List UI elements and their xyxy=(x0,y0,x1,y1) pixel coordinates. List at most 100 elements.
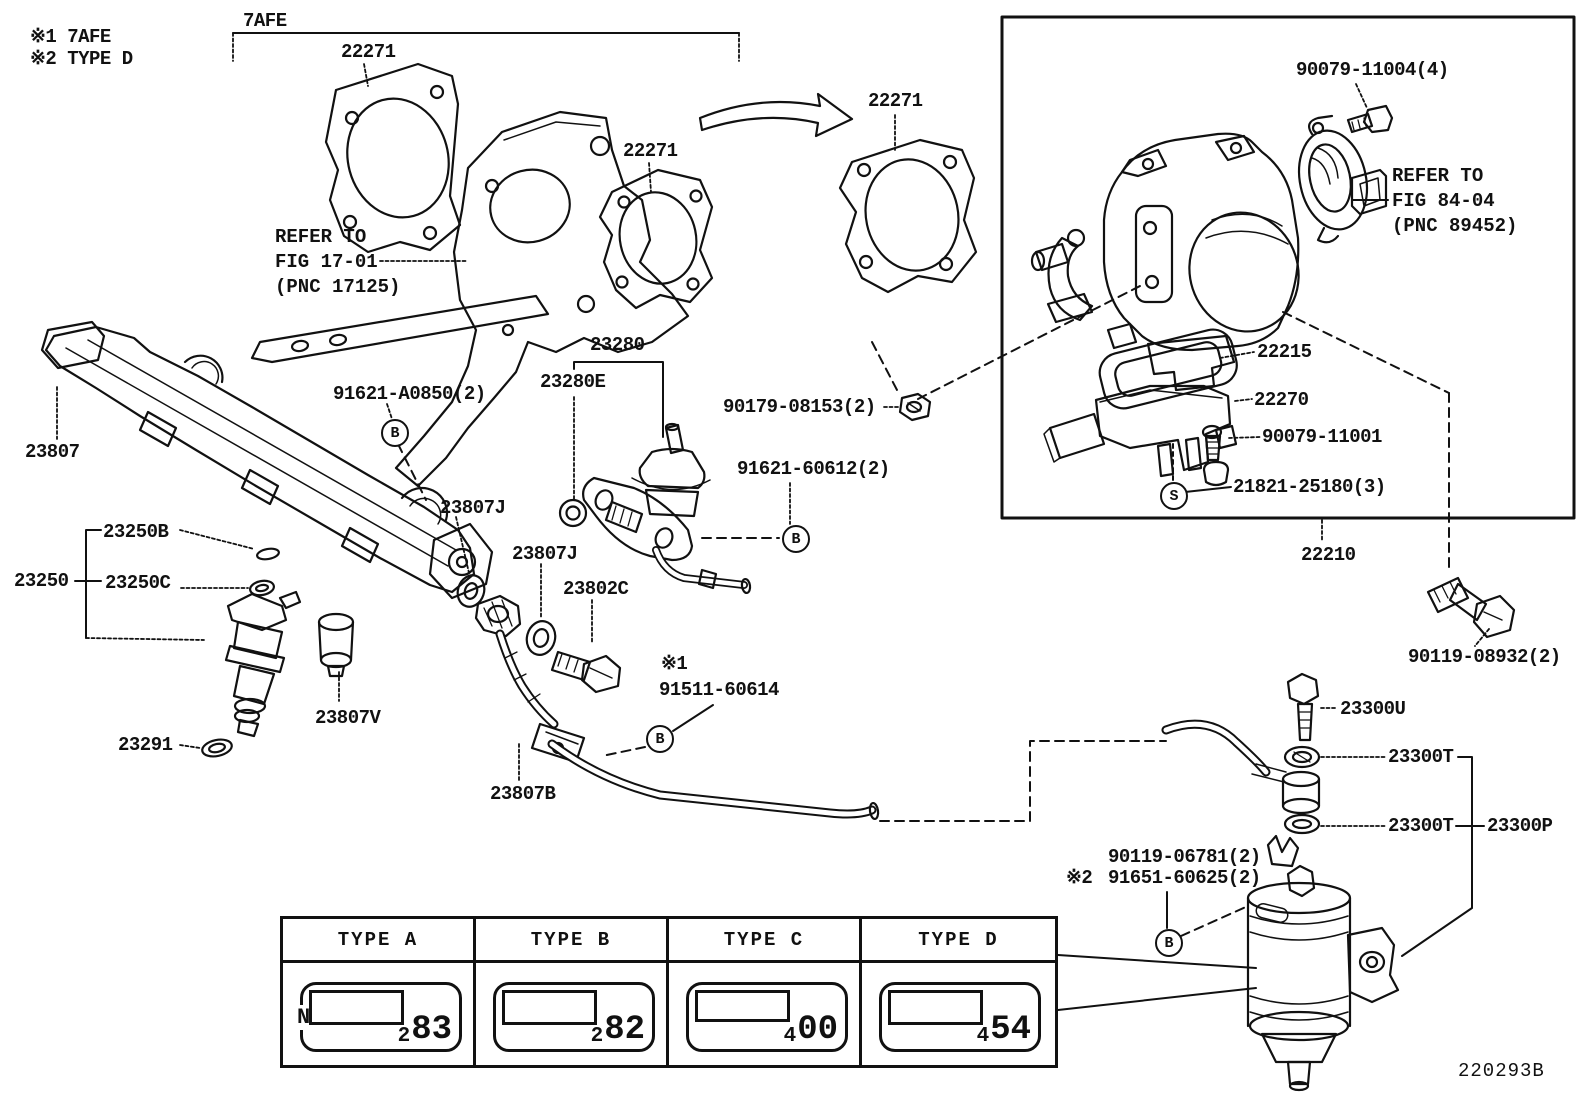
type-a-number-prefix: 2 xyxy=(397,1025,411,1048)
tps-sensor-89452 xyxy=(1297,114,1388,244)
solid-connectors xyxy=(74,32,1485,1011)
type-c-number-prefix: 4 xyxy=(783,1025,797,1048)
vibration-damper-23807v xyxy=(317,612,355,678)
type-d-inner-rect xyxy=(888,990,983,1026)
label-gasket-a: 22271 xyxy=(341,41,396,63)
nut-90179-08153 xyxy=(898,392,932,422)
label-gasket-b: 22271 xyxy=(623,140,678,162)
union-fitting-23300 xyxy=(1281,770,1321,815)
type-b-cell: 282 xyxy=(476,963,666,1065)
refer-fig17-line3: (PNC 17125) xyxy=(275,276,401,299)
type-d-number-prefix: 4 xyxy=(976,1025,990,1048)
type-a-number-value: 83 xyxy=(411,1011,452,1049)
type-d-cell: 454 xyxy=(862,963,1055,1065)
label-bolt-91511: 91511-60614 xyxy=(659,679,779,701)
label-throttle-body: 22210 xyxy=(1301,544,1356,566)
isc-valve-22270 xyxy=(1043,384,1238,478)
type-b-rail-mark: 282 xyxy=(493,982,655,1052)
label-gasket-22215: 22215 xyxy=(1257,341,1312,363)
type-a-side-mark: N xyxy=(296,1005,312,1030)
label-fuel-rail: 23807 xyxy=(25,441,80,463)
label-ring-23807j-a: 23807J xyxy=(440,497,506,519)
label-union-91621-60612: 91621-60612(2) xyxy=(737,458,890,480)
label-isc-valve: 22270 xyxy=(1254,389,1309,411)
leader-lines xyxy=(56,32,1490,827)
label-washer-23300t-a: 23300T xyxy=(1388,746,1454,768)
label-ring-23807j-b: 23807J xyxy=(512,543,578,565)
note-2: ※2 TYPE D xyxy=(30,48,133,70)
label-note2-mark: ※2 xyxy=(1066,867,1093,889)
fuel-filter-assy xyxy=(1246,834,1400,1092)
washer-23300t-a xyxy=(1283,745,1321,769)
label-injector-assy: 23250 xyxy=(14,570,69,592)
type-table: TYPE A N 283 TYPE B 282 TYPE C 400 TYPE xyxy=(280,916,1058,1068)
label-grommet-23250c: 23250C xyxy=(105,572,171,594)
union-bolt-23802c xyxy=(550,650,622,694)
throttle-gasket-b-22271 xyxy=(598,168,714,310)
label-oring-23291: 23291 xyxy=(118,734,173,756)
type-d-number-value: 54 xyxy=(990,1011,1031,1049)
throttle-body-detail-box xyxy=(1000,15,1576,520)
inlet-union-elbow xyxy=(474,594,522,638)
oring-23280e xyxy=(558,498,588,528)
oring-23291 xyxy=(201,738,233,758)
fuel-rail-23807 xyxy=(40,320,494,600)
label-seal-23250b: 23250B xyxy=(103,521,169,543)
ring-23807j-b xyxy=(525,620,557,656)
throttle-gasket-c-22271 xyxy=(838,138,978,294)
fuel-inlet-pipe-23807b xyxy=(547,739,880,821)
type-a-inner-rect xyxy=(309,990,404,1026)
type-a-number: 283 xyxy=(398,1013,452,1047)
label-screw-21821: 21821-25180(3) xyxy=(1233,476,1386,498)
ring-23807j-a xyxy=(456,574,486,608)
type-a-rail-mark: N 283 xyxy=(296,982,462,1052)
washer-23300t-b xyxy=(1283,813,1321,835)
circled-b-91651: B xyxy=(1155,929,1183,957)
label-bolt-91621-a0850: 91621-A0850(2) xyxy=(333,383,486,405)
drawing-code: 220293B xyxy=(1458,1060,1545,1082)
bolt-90119-08932 xyxy=(1426,576,1516,639)
label-nut-90179: 90179-08153(2) xyxy=(723,396,876,418)
type-b-number-value: 82 xyxy=(604,1011,645,1049)
type-c-header: TYPE C xyxy=(669,919,859,963)
refer-fig17-line2: FIG 17-01 xyxy=(275,251,378,274)
dashed-connectors xyxy=(397,285,1450,937)
label-bolt-23802c: 23802C xyxy=(563,578,629,600)
type-b-number: 282 xyxy=(591,1013,645,1047)
bolt-90079-11004 xyxy=(1346,104,1394,134)
refer-fig84-line2: FIG 84-04 xyxy=(1392,190,1495,213)
throttle-gasket-a-22271 xyxy=(324,62,462,254)
refer-fig-84-04: REFER TO FIG 84-04 (PNC 89452) xyxy=(1392,164,1517,239)
type-b-header: TYPE B xyxy=(476,919,666,963)
note-1: ※1 7AFE xyxy=(30,26,111,48)
circled-s-21821: S xyxy=(1160,482,1188,510)
refer-fig-17-01: REFER TO FIG 17-01 (PNC 17125) xyxy=(275,225,400,300)
type-a-cell: N 283 xyxy=(283,963,473,1065)
label-damper-23807v: 23807V xyxy=(315,707,381,729)
label-pressure-regulator: 23280 xyxy=(590,334,645,356)
label-oring-23280e: 23280E xyxy=(540,371,606,393)
grommet-23250c xyxy=(249,579,275,597)
refer-fig84-line3: (PNC 89452) xyxy=(1392,215,1518,238)
type-d-header: TYPE D xyxy=(862,919,1055,963)
gasket-22215 xyxy=(1098,328,1238,410)
type-c-rail-mark: 400 xyxy=(686,982,848,1052)
pressure-regulator-23280 xyxy=(582,422,752,595)
type-d-column: TYPE D 454 xyxy=(862,919,1055,1065)
bolt-90079-11001 xyxy=(1201,424,1230,487)
type-d-rail-mark: 454 xyxy=(879,982,1041,1052)
label-bolt-91651: 91651-60625(2) xyxy=(1108,867,1261,889)
label-bolt-90079-11004: 90079-11004(4) xyxy=(1296,59,1449,81)
type-c-cell: 400 xyxy=(669,963,859,1065)
type-c-column: TYPE C 400 xyxy=(669,919,862,1065)
mounting-bracket-fig17 xyxy=(250,110,690,488)
label-bolt-90079-11001: 90079-11001 xyxy=(1262,426,1382,448)
refer-fig17-line1: REFER TO xyxy=(275,226,367,248)
type-a-column: TYPE A N 283 xyxy=(283,919,476,1065)
type-b-inner-rect xyxy=(502,990,597,1026)
label-filter-23300p: 23300P xyxy=(1487,815,1553,837)
label-gasket-c: 22271 xyxy=(868,90,923,112)
circled-b-60612: B xyxy=(782,525,810,553)
